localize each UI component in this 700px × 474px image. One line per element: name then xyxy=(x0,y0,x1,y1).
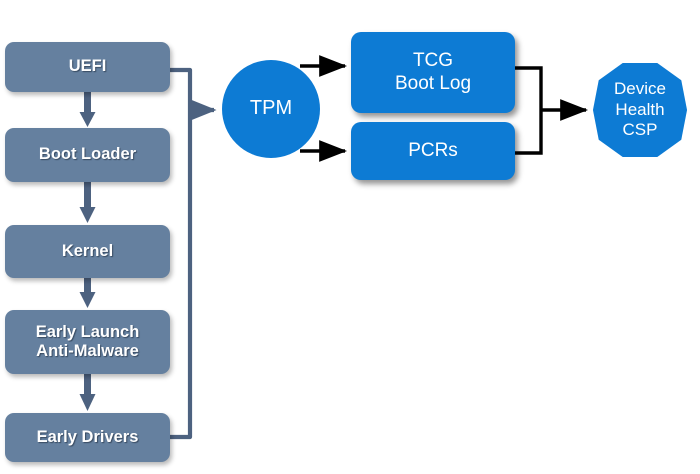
node-uefi[interactable]: UEFI xyxy=(5,42,170,92)
node-boot-loader[interactable]: Boot Loader xyxy=(5,128,170,182)
node-kernel[interactable]: Kernel xyxy=(5,225,170,278)
node-early-drivers[interactable]: Early Drivers xyxy=(5,413,170,462)
node-tcg-boot-log[interactable]: TCG Boot Log xyxy=(351,32,515,113)
node-tpm[interactable]: TPM xyxy=(222,60,320,158)
node-device-health-csp-label: Device Health CSP xyxy=(614,79,666,140)
node-tpm-label: TPM xyxy=(249,97,293,120)
arrow-kernel-to-elam xyxy=(79,278,96,308)
boot-chain-arrows xyxy=(79,92,96,411)
node-early-launch-anti-malware-label: Early Launch Anti-Malware xyxy=(35,322,140,360)
arrow-uefi-to-boot-loader xyxy=(79,92,96,127)
arrow-boot-loader-to-kernel xyxy=(79,182,96,223)
tpm-to-artifacts-arrows xyxy=(300,55,348,162)
node-early-drivers-label: Early Drivers xyxy=(36,427,139,446)
node-pcrs-label: PCRs xyxy=(408,139,458,161)
arrow-elam-to-early-drivers xyxy=(79,374,96,411)
node-device-health-csp[interactable]: Device Health CSP xyxy=(592,62,688,158)
boot-chain-to-tpm-bracket xyxy=(168,67,217,440)
node-uefi-label: UEFI xyxy=(68,57,107,76)
node-tcg-boot-log-label: TCG Boot Log xyxy=(394,50,472,94)
artifacts-to-csp-bracket xyxy=(515,66,589,155)
node-pcrs[interactable]: PCRs xyxy=(351,122,515,180)
node-kernel-label: Kernel xyxy=(61,241,114,260)
node-early-launch-anti-malware[interactable]: Early Launch Anti-Malware xyxy=(5,310,170,374)
node-boot-loader-label: Boot Loader xyxy=(38,145,137,164)
